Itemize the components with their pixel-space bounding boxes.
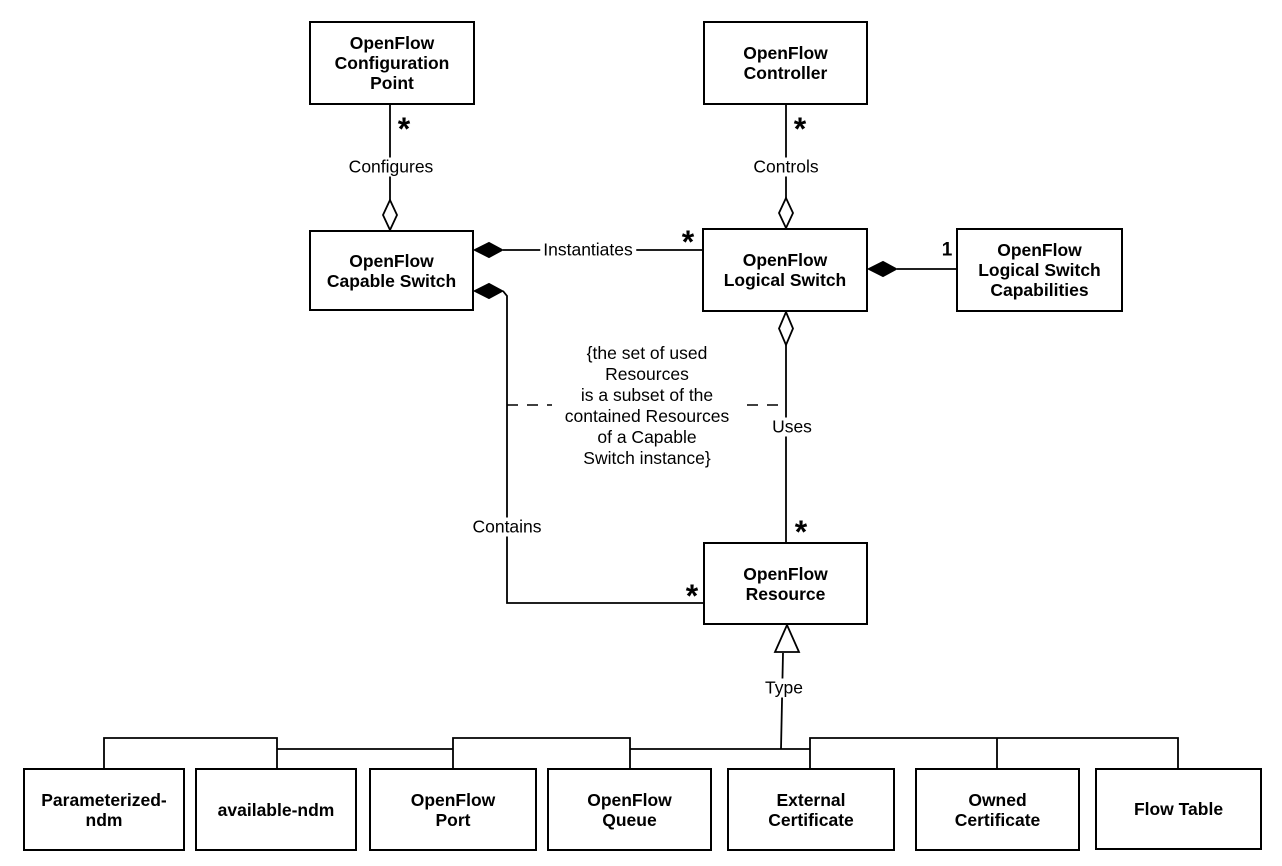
generalization-triangle-icon xyxy=(773,622,801,653)
type-generalization-line xyxy=(780,652,784,750)
multiplicity-uses-star: * xyxy=(794,514,808,550)
multiplicity-controls-star: * xyxy=(793,111,807,147)
class-name: Flow Table xyxy=(1133,799,1224,819)
instantiates-composition-diamond-icon xyxy=(472,241,505,259)
edge-label-type: Type xyxy=(762,678,806,698)
multiplicity-instantiates-star: * xyxy=(681,224,695,260)
controls-aggregation-diamond-icon xyxy=(778,195,794,231)
class-box-parameterized-ndm: Parameterized- ndm xyxy=(23,768,185,851)
edge-label-configures: Configures xyxy=(345,157,437,177)
multiplicity-contains-star: * xyxy=(685,578,699,614)
edge-label-controls: Controls xyxy=(750,157,822,177)
multiplicity-capabilities-one: 1 xyxy=(941,239,953,261)
class-box-openflow-port: OpenFlow Port xyxy=(369,768,537,851)
class-box-external-certificate: External Certificate xyxy=(727,768,895,851)
class-box-openflow-logical-switch: OpenFlow Logical Switch xyxy=(702,228,868,312)
class-name: Parameterized- ndm xyxy=(41,789,167,830)
configures-aggregation-diamond-icon xyxy=(382,197,398,233)
class-name: OpenFlow Controller xyxy=(743,43,828,83)
subtype-connector-bus xyxy=(103,737,1179,768)
class-box-openflow-logical-switch-capabilities: OpenFlow Logical Switch Capabilities xyxy=(956,228,1123,312)
class-box-flow-table: Flow Table xyxy=(1095,768,1262,850)
contains-association-line xyxy=(502,290,703,604)
class-name: OpenFlow Resource xyxy=(743,563,828,604)
edge-label-instantiates: Instantiates xyxy=(540,240,636,260)
class-name: OpenFlow Configuration Point xyxy=(334,33,450,93)
constraint-note: {the set of used Resources is a subset o… xyxy=(552,343,742,469)
class-box-openflow-controller: OpenFlow Controller xyxy=(703,21,868,105)
class-name: External Certificate xyxy=(768,789,854,830)
multiplicity-configures-star: * xyxy=(397,111,411,147)
class-box-available-ndm: available-ndm xyxy=(195,768,357,851)
class-box-owned-certificate: Owned Certificate xyxy=(915,768,1080,851)
class-box-openflow-queue: OpenFlow Queue xyxy=(547,768,712,851)
edge-label-contains: Contains xyxy=(469,517,545,537)
class-box-openflow-configuration-point: OpenFlow Configuration Point xyxy=(309,21,475,105)
class-name: OpenFlow Port xyxy=(410,789,496,830)
class-name: Owned Certificate xyxy=(954,789,1041,830)
class-box-openflow-resource: OpenFlow Resource xyxy=(703,542,868,625)
class-name: OpenFlow Queue xyxy=(587,789,672,830)
class-name: OpenFlow Logical Switch Capabilities xyxy=(978,240,1101,300)
capabilities-composition-diamond-icon xyxy=(866,260,899,278)
uses-aggregation-diamond-icon xyxy=(778,309,794,348)
class-box-openflow-capable-switch: OpenFlow Capable Switch xyxy=(309,230,474,311)
class-name: OpenFlow Capable Switch xyxy=(326,250,457,291)
class-name: OpenFlow Logical Switch xyxy=(723,250,847,290)
edge-label-uses: Uses xyxy=(769,417,815,437)
contains-composition-diamond-icon xyxy=(472,282,505,300)
class-name: available-ndm xyxy=(217,799,335,820)
